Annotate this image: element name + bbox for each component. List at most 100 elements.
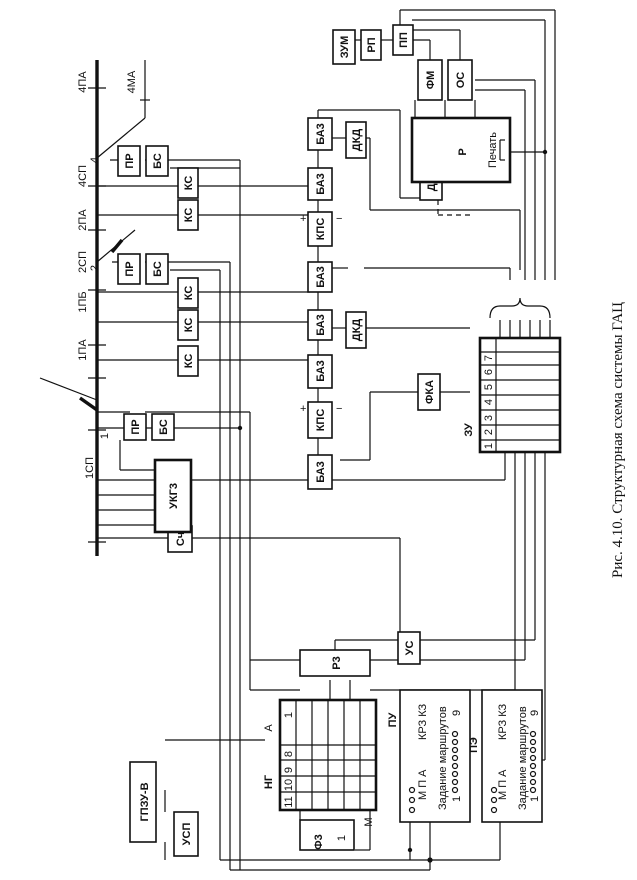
ng-a-label: А — [263, 724, 275, 732]
block-rp: РП — [360, 29, 382, 61]
zu-cell-3: 3 — [483, 415, 495, 421]
block-pr-2: ПР — [117, 253, 141, 285]
block-bs-2: БС — [145, 253, 169, 285]
printer: Печать — [487, 132, 505, 168]
block-pu-panel: М П А КРЗ КЗ Задание маршрутов 1 9 ПУ — [387, 689, 471, 823]
fz-num: 1 — [336, 835, 348, 841]
ng-cell-1: 1 — [283, 712, 295, 718]
block-baz-6: БА3 — [307, 117, 333, 151]
ng-label: НГ — [263, 774, 275, 789]
r-label: Р — [457, 148, 469, 155]
block-baz-1: БА3 — [307, 454, 333, 490]
bs-1-label: БС — [158, 419, 170, 435]
ng-cell-9: 9 — [283, 767, 295, 773]
ks-5-label: КС — [183, 176, 195, 191]
block-ks-3: КС — [177, 277, 199, 309]
pp-label: ПП — [398, 32, 410, 48]
pe-range-1: 1 — [529, 796, 541, 802]
zu-brace — [489, 297, 551, 319]
label-4ma: 4МА — [126, 70, 138, 93]
usp-label: УСП — [181, 823, 193, 846]
pechat-label: Печать — [487, 132, 499, 168]
baz-3-label: БА3 — [315, 314, 327, 336]
block-zu: 1 2 3 4 5 6 7 ЗУ — [463, 336, 562, 454]
pu-range-9: 9 — [451, 710, 463, 716]
pu-range-1: 1 — [451, 796, 463, 802]
block-baz-3: БА3 — [307, 309, 333, 341]
ng-cell-8: 8 — [283, 751, 295, 757]
block-bs-4: БС — [145, 145, 169, 177]
zu-label: ЗУ — [463, 423, 475, 436]
block-pe-panel: М П А КРЗ КЗ Задание маршрутов 1 9 ПЭ — [468, 689, 543, 823]
label-4sp: 4СП — [77, 165, 89, 187]
baz-6-label: БА3 — [315, 123, 327, 145]
block-usp: УСП — [173, 811, 199, 857]
zu-cell-2: 2 — [483, 429, 495, 435]
block-pr-1: ПР — [123, 413, 147, 441]
block-rz: Р3 — [299, 649, 371, 677]
gpzu-label: ГПЗУ-В — [139, 782, 151, 821]
block-fm: ФМ — [417, 59, 443, 101]
figure-caption: Рис. 4.10. Структурная схема системы ГАЦ — [610, 302, 626, 578]
block-gpzu-v: ГПЗУ-В — [129, 761, 157, 843]
pu-circles — [408, 730, 459, 814]
rp-label: РП — [366, 37, 378, 52]
block-ks-5: КС — [177, 167, 199, 199]
ks-2-label: КС — [183, 318, 195, 333]
pe-top: М П А — [497, 769, 509, 800]
dkd-2-label: ДКД — [351, 129, 363, 152]
rz-label: Р3 — [331, 656, 343, 669]
block-os: ОС — [447, 59, 473, 101]
block-ks-4: КС — [177, 199, 199, 231]
block-pp: ПП — [392, 24, 414, 56]
label-switch-4: 4 — [89, 157, 101, 163]
bs-4-label: БС — [152, 153, 164, 169]
zum-label: ЗУМ — [339, 36, 351, 58]
block-ks-2: КС — [177, 309, 199, 341]
us-label: УС — [404, 641, 416, 656]
ukgz-label: УКГ3 — [168, 483, 180, 509]
kps-2-minus: − — [336, 213, 342, 225]
label-2sp: 2СП — [77, 251, 89, 273]
zu-cell-4: 4 — [483, 399, 495, 405]
zu-cell-5: 5 — [483, 384, 495, 390]
block-pr-4: ПР — [117, 145, 141, 177]
pr-1-label: ПР — [130, 419, 142, 434]
pe-circles — [490, 730, 537, 814]
label-4pa: 4ПА — [77, 71, 89, 93]
ks-4-label: КС — [183, 208, 195, 223]
block-zum: ЗУМ — [332, 29, 356, 65]
block-bs-1: БС — [151, 413, 175, 441]
pu-routes: Задание маршрутов — [437, 706, 449, 810]
os-label: ОС — [455, 72, 467, 89]
block-kps-2: КПС + − — [300, 211, 342, 247]
pr-4-label: ПР — [124, 153, 136, 168]
zu-cell-1: 1 — [483, 443, 495, 449]
block-dkd-2: ДКД — [345, 121, 367, 159]
fm-label: ФМ — [425, 71, 437, 90]
baz-2-label: БА3 — [315, 360, 327, 382]
ng-cell-10: 10 — [283, 779, 295, 791]
label-switch-2: 2 — [89, 265, 101, 271]
pe-krz: КРЗ КЗ — [497, 704, 509, 740]
block-kps-1: КПС + − — [300, 401, 342, 439]
pu-top: М П А — [417, 769, 429, 800]
sch-label: Сч — [175, 532, 187, 546]
block-ks-1: КС — [177, 345, 199, 377]
kps-2-plus: + — [300, 213, 306, 225]
pe-label: ПЭ — [468, 737, 480, 753]
block-us: УС — [397, 631, 421, 665]
label-switch-1: 1 — [99, 433, 111, 439]
kps-1-label: КПС — [315, 409, 327, 432]
ks-3-label: КС — [183, 286, 195, 301]
pu-label: ПУ — [387, 712, 399, 727]
zu-cell-7: 7 — [483, 355, 495, 361]
fz-label: Ф3 — [313, 834, 325, 850]
block-ng: 11 10 9 8 1 НГ А М — [263, 698, 378, 827]
label-1sp: 1СП — [84, 457, 96, 479]
block-ukgz: УКГ3 — [153, 458, 193, 534]
baz-5-label: БА3 — [315, 173, 327, 195]
baz-4-label: БА3 — [315, 266, 327, 288]
baz-1-label: БА3 — [315, 461, 327, 483]
dkd-1-label: ДКД — [351, 319, 363, 342]
